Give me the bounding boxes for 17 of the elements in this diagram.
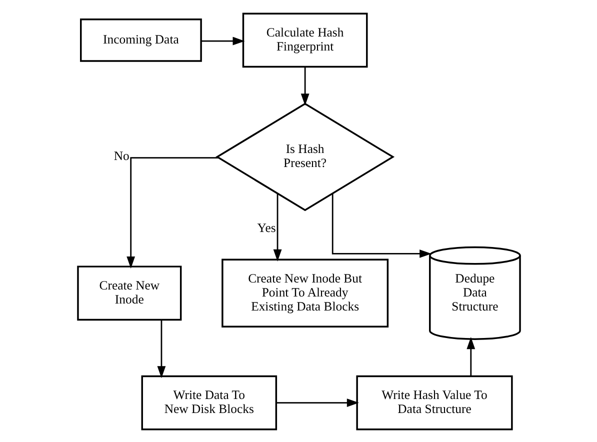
arrow: [200, 36, 244, 45]
node-box: Write Hash Value To Data Structure: [356, 374, 512, 430]
arrow: [126, 156, 218, 268]
edge-label: No: [113, 148, 129, 162]
arrow: [156, 320, 166, 378]
edge-label: Yes: [256, 220, 276, 234]
node-box: Create New Inode But Point To Already Existing Data Blocks: [221, 258, 388, 328]
node-diamond: Is Hash Present?: [215, 102, 394, 211]
arrow: [300, 66, 309, 106]
node-box: Create New Inode: [76, 265, 182, 320]
arrow: [272, 192, 282, 261]
node-box: Write Data To New Disk Blocks: [140, 374, 277, 430]
node-box: Incoming Data: [80, 18, 202, 62]
node-box: Calculate Hash Fingerprint: [242, 12, 368, 68]
arrow: [276, 398, 358, 407]
arrow: [466, 336, 475, 376]
arrow: [331, 193, 432, 258]
